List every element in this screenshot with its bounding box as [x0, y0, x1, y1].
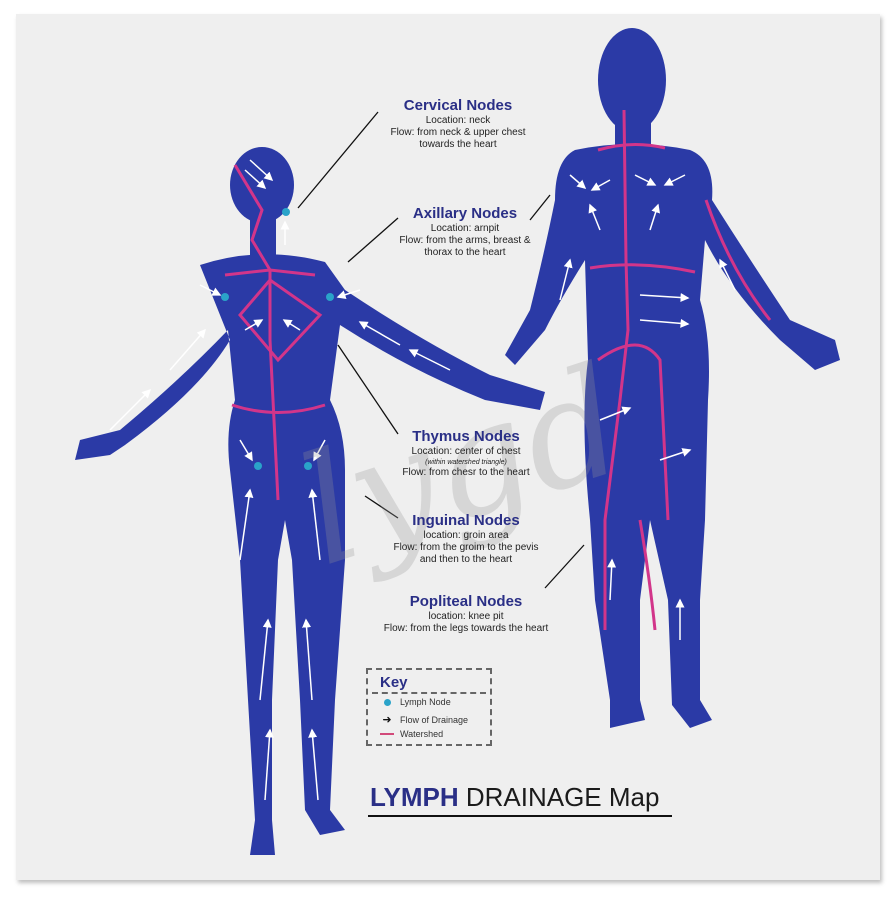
- callout-title: Popliteal Nodes: [409, 593, 523, 610]
- front-lymph-nodes: [221, 208, 334, 470]
- callout-popliteal-nodes: Popliteal Nodes location: knee pit Flow:…: [366, 593, 566, 635]
- callout-axillary-nodes: Axillary Nodes Location: arnpit Flow: fr…: [375, 205, 555, 259]
- legend-item-watershed: Watershed: [378, 729, 443, 739]
- arrow-right-icon: ➜: [382, 714, 392, 726]
- legend-item-flow: ➜ Flow of Drainage: [378, 713, 468, 726]
- lymph-node-dot-icon: [378, 698, 396, 706]
- callout-flow: Flow: from the groim to the pevis: [393, 542, 539, 553]
- page-title-strong: LYMPH: [370, 782, 459, 812]
- callout-title: Thymus Nodes: [412, 428, 520, 445]
- page-title: LYMPH DRAINAGE Map: [370, 782, 659, 813]
- callout-title: Axillary Nodes: [412, 205, 518, 222]
- legend-label: Flow of Drainage: [400, 714, 469, 725]
- callout-title: Cervical Nodes: [403, 97, 513, 114]
- callout-flow: Flow: from chesr to the heart: [402, 467, 530, 478]
- front-watershed-lines: [224, 164, 326, 501]
- poster-canvas: [16, 14, 880, 880]
- legend-divider: [372, 692, 486, 694]
- callout-note: (within watershed triangle): [425, 459, 507, 466]
- callout-cervical-nodes: Cervical Nodes Location: neck Flow: from…: [368, 97, 548, 151]
- legend-label: Watershed: [400, 729, 444, 739]
- callout-flow-continued: and then to the heart: [419, 554, 513, 565]
- callout-location: location: groin area: [423, 530, 509, 541]
- callout-flow-continued: towards the heart: [419, 139, 497, 150]
- callout-thymus-nodes: Thymus Nodes Location: center of chest (…: [376, 428, 556, 479]
- back-drainage-arrows: [559, 174, 736, 640]
- callout-title: Inguinal Nodes: [412, 512, 520, 529]
- back-watershed-lines: [589, 109, 772, 631]
- callout-location: Location: arnpit: [430, 223, 500, 234]
- legend-key: Key Lymph Node ➜ Flow of Drainage Waters…: [366, 668, 492, 746]
- legend-item-lymph-node: Lymph Node: [378, 697, 451, 707]
- callout-flow-continued: thorax to the heart: [424, 247, 506, 258]
- callout-flow: Flow: from the arms, breast &: [399, 235, 531, 246]
- callout-location: location: knee pit: [428, 611, 504, 622]
- leader-lines: [297, 111, 585, 589]
- legend-label: Lymph Node: [400, 697, 451, 707]
- callout-inguinal-nodes: Inguinal Nodes location: groin area Flow…: [376, 512, 556, 566]
- front-drainage-arrows: [109, 159, 451, 801]
- watershed-line-icon: [378, 733, 396, 735]
- title-underline: [368, 815, 672, 817]
- legend-title: Key: [380, 674, 408, 691]
- page-title-rest: DRAINAGE Map: [458, 782, 660, 812]
- callout-flow: Flow: from the legs towards the heart: [383, 623, 549, 634]
- callout-location: Location: neck: [425, 115, 491, 126]
- callout-location: Location: center of chest: [411, 446, 521, 457]
- callout-flow: Flow: from neck & upper chest: [390, 127, 526, 138]
